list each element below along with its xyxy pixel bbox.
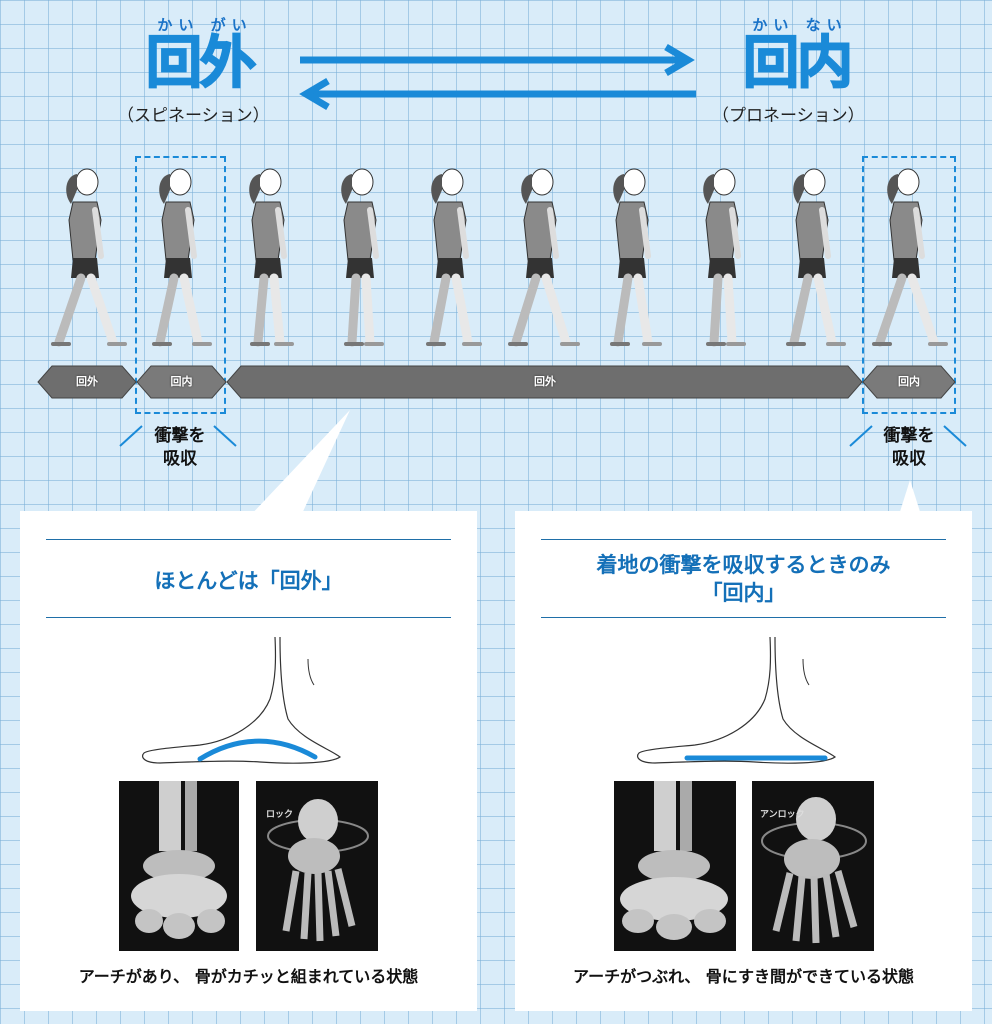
panel-pronation: 着地の衝撃を吸収するときのみ 「回内」 アンロック アーチが: [515, 511, 972, 1011]
panel-title-right: 着地の衝撃を吸収するときのみ 「回内」: [596, 553, 891, 605]
xray-ankle-front: [614, 781, 736, 951]
phase-label-supination-2: 回外: [534, 375, 556, 388]
panel-title-left: ほとんどは「回外」: [154, 569, 343, 593]
panel-rule-bottom: [541, 617, 946, 618]
walking-figure-5: [426, 168, 482, 347]
lock-label: ロック: [266, 810, 294, 820]
caption-left: アーチがあり、 骨がカチッと組まれている状態: [78, 967, 419, 986]
panel-rule-top: [46, 539, 451, 540]
ruby-right: かい ない: [752, 16, 848, 34]
walking-figure-9: [786, 168, 846, 347]
phase-label-pronation-2: 回内: [898, 375, 920, 388]
impact-note-right: 衝撃を 吸収: [883, 426, 935, 469]
panel-rule-bottom: [46, 617, 451, 618]
caption-right: アーチがつぶれ、 骨にすき間ができている状態: [573, 967, 914, 986]
title-pronation: 回内: [742, 31, 854, 96]
unlock-label: アンロック: [760, 810, 805, 820]
impact-slashes: [119, 425, 967, 447]
phase-label-supination-1: 回外: [76, 375, 98, 388]
panel-rule-top: [541, 539, 946, 540]
walking-figure-8: [703, 168, 746, 347]
walking-figure-4: [341, 168, 384, 347]
impact-note-left: 衝撃を 吸収: [154, 426, 206, 469]
double-arrow-icon: [299, 44, 696, 111]
walking-figure-7: [610, 168, 662, 347]
foot-arch-illustration: [141, 636, 342, 764]
ruby-left: かい がい: [157, 16, 253, 34]
panel-supination: ほとんどは「回外」 ロック アーチがあり、 骨がカチッと組ま: [20, 511, 477, 1011]
subtitle-supination: （スピネーション）: [117, 106, 270, 126]
highlight-box-left: [135, 156, 226, 414]
phase-segment-supination-1: [37, 365, 137, 399]
callout-pointers: [248, 410, 922, 518]
phase-segment-supination-2: [226, 365, 863, 399]
xray-foot-top-locked: ロック: [256, 781, 378, 951]
subtitle-pronation: （プロネーション）: [712, 106, 865, 126]
phase-label-pronation-1: 回内: [170, 375, 193, 388]
title-supination: 回外: [145, 31, 257, 96]
highlight-box-right: [862, 156, 956, 414]
foot-flat-illustration: [636, 636, 837, 764]
walking-figure-1: [51, 168, 127, 347]
walking-figure-2: [152, 168, 212, 347]
walking-figure-3: [249, 168, 294, 347]
gait-phase-bar: [37, 365, 956, 399]
walking-figure-6: [508, 168, 580, 347]
walking-figure-10: [872, 168, 948, 347]
phase-segment-pronation-1: [136, 365, 227, 399]
gait-sequence-illustration: [51, 168, 948, 347]
xray-ankle-front: [119, 781, 239, 951]
phase-segment-pronation-2: [862, 365, 956, 399]
xray-foot-top-unlocked: アンロック: [752, 781, 874, 951]
